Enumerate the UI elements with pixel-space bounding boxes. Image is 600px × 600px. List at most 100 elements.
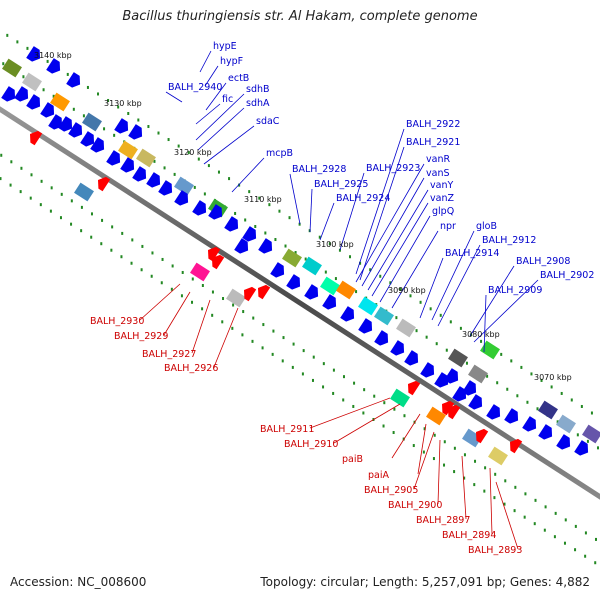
label-lines (139, 50, 539, 550)
feature-box (374, 306, 394, 326)
track-dot (363, 388, 366, 392)
blue-gene-label: BALH_2924 (336, 193, 390, 204)
track-dot (395, 316, 398, 320)
track-dot (576, 433, 579, 437)
track-dot (228, 177, 231, 181)
track-dot (26, 46, 29, 50)
track-dot (580, 404, 583, 408)
track-dot (429, 307, 432, 311)
track-dot (82, 114, 85, 118)
kbp-tick-label: 3130 kbp (104, 99, 142, 108)
red-gene-label: BALH_2930 (90, 316, 144, 327)
track-dot (107, 98, 110, 102)
blue-label-line (431, 230, 475, 321)
red-gene-label: BALH_2910 (284, 439, 338, 450)
track-dot (262, 323, 265, 327)
track-dot (550, 385, 553, 389)
blue-label-line (371, 202, 429, 297)
track-dot (80, 229, 83, 233)
feature-box (488, 446, 508, 466)
track-dot (177, 144, 180, 148)
track-dot (284, 244, 287, 248)
track-dot (201, 307, 204, 311)
reverse-gene-arrow (510, 438, 523, 454)
track-dot (140, 268, 143, 272)
track-dot (254, 224, 257, 228)
red-label-line (495, 481, 519, 550)
track-dot (86, 85, 89, 89)
track-dot (392, 431, 395, 435)
forward-gene-arrow (90, 137, 105, 153)
forward-gene-arrow (234, 238, 249, 254)
track-dot (29, 196, 32, 200)
track-dot (180, 294, 183, 298)
track-dot (0, 153, 3, 157)
forward-gene-arrow (462, 380, 477, 396)
track-dot (52, 94, 55, 98)
feature-box (480, 340, 500, 360)
blue-label-line (355, 128, 405, 275)
blue-label-line (165, 91, 183, 103)
track-dot (150, 274, 153, 278)
track-dot (516, 394, 519, 398)
track-dot (217, 170, 220, 174)
feature-box (282, 248, 302, 268)
gene-labels: hypEhypFBALH_2940ectBficsdhBsdhAsdaCmcpB… (90, 41, 594, 556)
track-dot (510, 359, 513, 363)
feature-box (22, 72, 42, 92)
blue-gene-label: BALH_2925 (314, 179, 368, 190)
track-dot (137, 118, 140, 122)
track-dot (291, 365, 294, 369)
track-dot (288, 216, 291, 220)
reverse-gene-arrow (476, 428, 489, 444)
track-dot (322, 385, 325, 389)
track-dot (412, 444, 415, 448)
blue-gene-label: hypF (220, 56, 243, 67)
red-label-line (191, 299, 211, 354)
track-dot (425, 335, 428, 339)
track-dot (10, 160, 13, 164)
track-dot (503, 502, 506, 506)
blue-gene-label: BALH_2902 (540, 270, 594, 281)
blue-gene-label: gloB (476, 221, 497, 232)
track-dot (264, 231, 267, 235)
forward-gene-arrow (374, 330, 389, 346)
track-dot (449, 320, 452, 324)
feature-box (226, 288, 246, 308)
track-dot (110, 248, 113, 252)
kbp-tick-label: 3090 kbp (388, 286, 426, 295)
track-dot (353, 381, 356, 385)
forward-gene-arrow (390, 340, 405, 356)
track-dot (382, 424, 385, 428)
track-dot (193, 185, 196, 189)
track-dot (338, 248, 341, 252)
track-dot (271, 352, 274, 356)
blue-label-line (195, 93, 245, 141)
track-dot (274, 238, 277, 242)
track-dot (574, 524, 577, 528)
track-dot (207, 164, 210, 168)
blue-gene-label: mcpB (266, 148, 293, 159)
kbp-tick-label: 3100 kbp (316, 240, 354, 249)
track-dot (181, 270, 184, 274)
track-dot (252, 316, 255, 320)
reverse-gene-arrow (98, 176, 111, 192)
track-dot (312, 355, 315, 359)
track-dot (130, 261, 133, 265)
forward-gene-arrow (14, 86, 29, 102)
blue-label-line (199, 50, 212, 73)
track-dot (42, 88, 45, 92)
forward-gene-arrow (66, 72, 81, 88)
track-dot (534, 498, 537, 502)
red-gene-label: BALH_2893 (468, 545, 522, 556)
track-dot (465, 361, 468, 365)
blue-label-line (361, 177, 425, 287)
track-dot (504, 479, 507, 483)
feature-box (396, 318, 416, 338)
track-dot (514, 485, 517, 489)
track-dot (379, 274, 382, 278)
track-dot (409, 294, 412, 298)
track-dot (113, 133, 116, 137)
forward-gene-arrow (208, 204, 223, 220)
forward-gene-arrow (174, 190, 189, 206)
